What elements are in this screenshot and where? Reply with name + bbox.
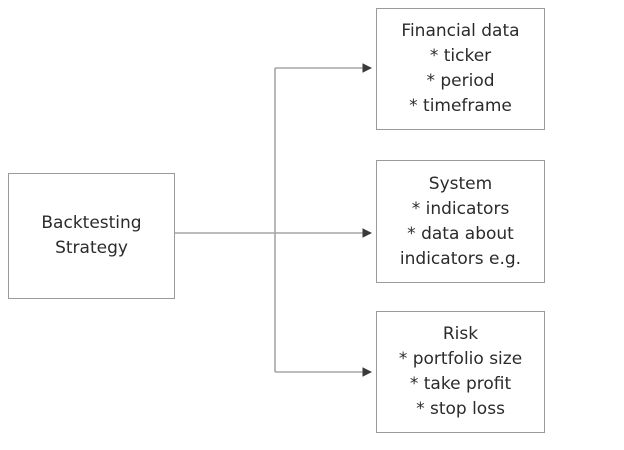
node-backtesting-strategy-line-1: Backtesting — [41, 213, 142, 233]
node-risk-item-2: * take profit — [409, 374, 512, 394]
node-risk[interactable]: Risk * portfolio size * take profit * st… — [376, 311, 545, 433]
node-financial-data-item-1: * ticker — [429, 46, 492, 66]
node-financial-data-heading: Financial data — [401, 21, 520, 41]
node-system-item-1: * indicators — [411, 198, 510, 219]
node-system-item-3: indicators e.g. — [399, 248, 522, 269]
node-system-heading: System — [428, 173, 493, 194]
node-financial-data-item-3: * timeframe — [409, 96, 512, 116]
node-financial-data-item-2: * period — [426, 71, 495, 91]
node-risk-item-3: * stop loss — [416, 399, 505, 419]
node-risk-heading: Risk — [442, 324, 479, 344]
node-system-item-2: * data about — [407, 223, 514, 244]
node-system[interactable]: System * indicators * data about indicat… — [376, 160, 545, 283]
node-backtesting-strategy[interactable]: Backtesting Strategy — [8, 173, 175, 299]
node-backtesting-strategy-line-2: Strategy — [55, 238, 128, 258]
node-risk-item-1: * portfolio size — [398, 349, 523, 369]
node-financial-data[interactable]: Financial data * ticker * period * timef… — [376, 8, 545, 130]
